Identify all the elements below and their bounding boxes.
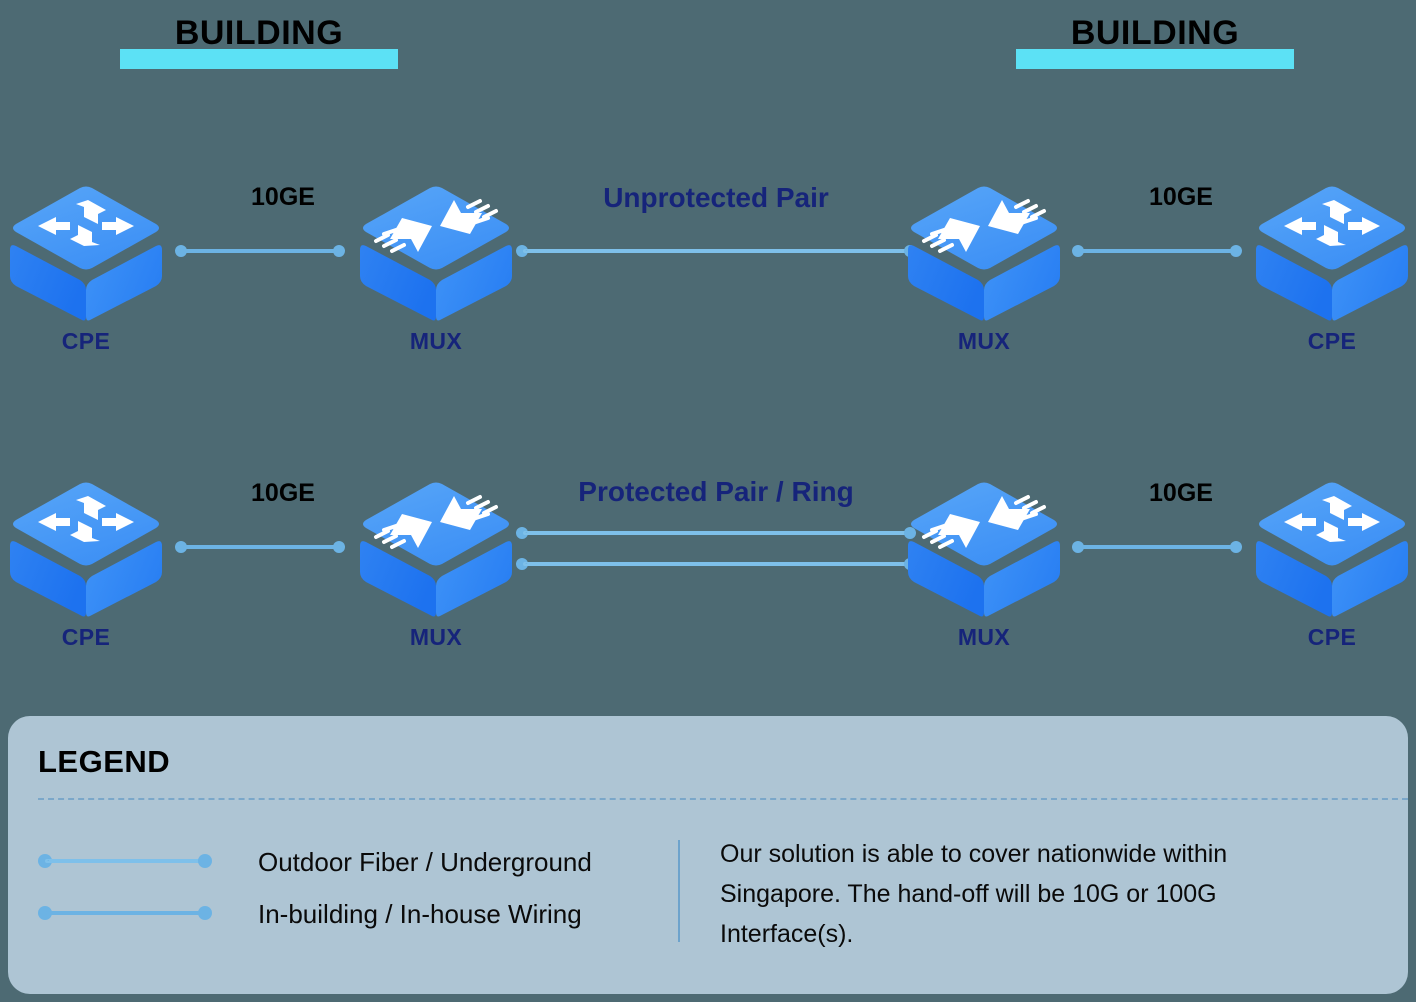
node-label: MUX <box>409 624 463 650</box>
link-endpoint-dot <box>333 245 345 257</box>
swatch-endpoint-dot <box>198 854 212 868</box>
node-label: MUX <box>957 624 1011 650</box>
link-endpoint-dot <box>516 245 528 257</box>
swatch-endpoint-dot <box>198 906 212 920</box>
link-in-building-row1-left <box>175 243 345 259</box>
node-label: CPE <box>61 328 111 354</box>
node-mux-row2-left[interactable]: MUX <box>358 476 514 650</box>
link-in-building-row2-right <box>1072 539 1242 555</box>
link-outdoor-fiber-row2-b <box>516 556 916 572</box>
multiplexer-icon <box>908 186 1060 321</box>
multiplexer-icon <box>360 482 512 617</box>
node-label: CPE <box>1307 328 1357 354</box>
node-mux-row1-right[interactable]: MUX <box>906 180 1062 354</box>
link-endpoint-dot <box>333 541 345 553</box>
legend-note-text: Our solution is able to cover nationwide… <box>720 840 1228 948</box>
link-line <box>523 249 909 253</box>
node-mux-row1-left[interactable]: MUX <box>358 180 514 354</box>
link-label-10ge-row1-right: 10GE <box>1149 183 1213 211</box>
node-label: MUX <box>409 328 463 354</box>
building-label-right: BUILDING <box>1070 14 1240 52</box>
node-label: CPE <box>61 624 111 650</box>
link-endpoint-dot <box>516 527 528 539</box>
link-outdoor-fiber-row2-a <box>516 525 916 541</box>
link-label-10ge-row1-left: 10GE <box>251 183 315 211</box>
building-highlight-bar-right <box>1016 49 1294 69</box>
node-cpe-row2-right[interactable]: CPE <box>1254 476 1410 650</box>
router-4way-arrows-icon <box>1256 186 1408 321</box>
legend-item-label: Outdoor Fiber / Underground <box>258 847 592 877</box>
legend-item-label: In-building / In-house Wiring <box>258 899 582 929</box>
swatch-line <box>45 911 205 915</box>
node-cpe-row1-left[interactable]: CPE <box>8 180 164 354</box>
link-endpoint-dot <box>1072 245 1084 257</box>
node-label: MUX <box>957 328 1011 354</box>
node-cpe-row2-left[interactable]: CPE <box>8 476 164 650</box>
link-endpoint-dot <box>516 558 528 570</box>
link-line <box>182 249 338 253</box>
link-endpoint-dot <box>1230 245 1242 257</box>
link-line <box>523 562 909 566</box>
link-in-building-row1-right <box>1072 243 1242 259</box>
building-header-right: BUILDING <box>1016 10 1294 70</box>
building-header-left: BUILDING <box>120 10 398 70</box>
building-label-left: BUILDING <box>174 14 344 52</box>
building-highlight-bar-left <box>120 49 398 69</box>
link-line <box>1079 249 1235 253</box>
swatch-line <box>45 859 205 863</box>
multiplexer-icon <box>360 186 512 321</box>
node-label: CPE <box>1307 624 1357 650</box>
link-label-unprotected-pair: Unprotected Pair <box>603 182 829 213</box>
router-4way-arrows-icon <box>10 482 162 617</box>
link-line <box>1079 545 1235 549</box>
multiplexer-icon <box>908 482 1060 617</box>
legend-panel: LEGEND Outdoor Fiber / Underground In-bu… <box>8 716 1408 994</box>
link-in-building-row2-left <box>175 539 345 555</box>
dashed-line-swatch <box>38 854 212 868</box>
link-label-10ge-row2-left: 10GE <box>251 479 315 507</box>
link-label-protected-pair-ring: Protected Pair / Ring <box>578 476 854 507</box>
legend-divider <box>38 798 1408 800</box>
router-4way-arrows-icon <box>10 186 162 321</box>
link-endpoint-dot <box>1230 541 1242 553</box>
link-outdoor-fiber-row1 <box>516 243 916 259</box>
node-cpe-row1-right[interactable]: CPE <box>1254 180 1410 354</box>
solid-line-swatch <box>38 906 212 920</box>
link-endpoint-dot <box>175 541 187 553</box>
node-mux-row2-right[interactable]: MUX <box>906 476 1062 650</box>
link-endpoint-dot <box>1072 541 1084 553</box>
link-endpoint-dot <box>175 245 187 257</box>
legend-title: LEGEND <box>38 744 171 779</box>
link-endpoint-dot <box>904 527 916 539</box>
link-line <box>182 545 338 549</box>
router-4way-arrows-icon <box>1256 482 1408 617</box>
link-line <box>523 531 909 535</box>
legend-vertical-divider <box>678 840 680 942</box>
link-label-10ge-row2-right: 10GE <box>1149 479 1213 507</box>
